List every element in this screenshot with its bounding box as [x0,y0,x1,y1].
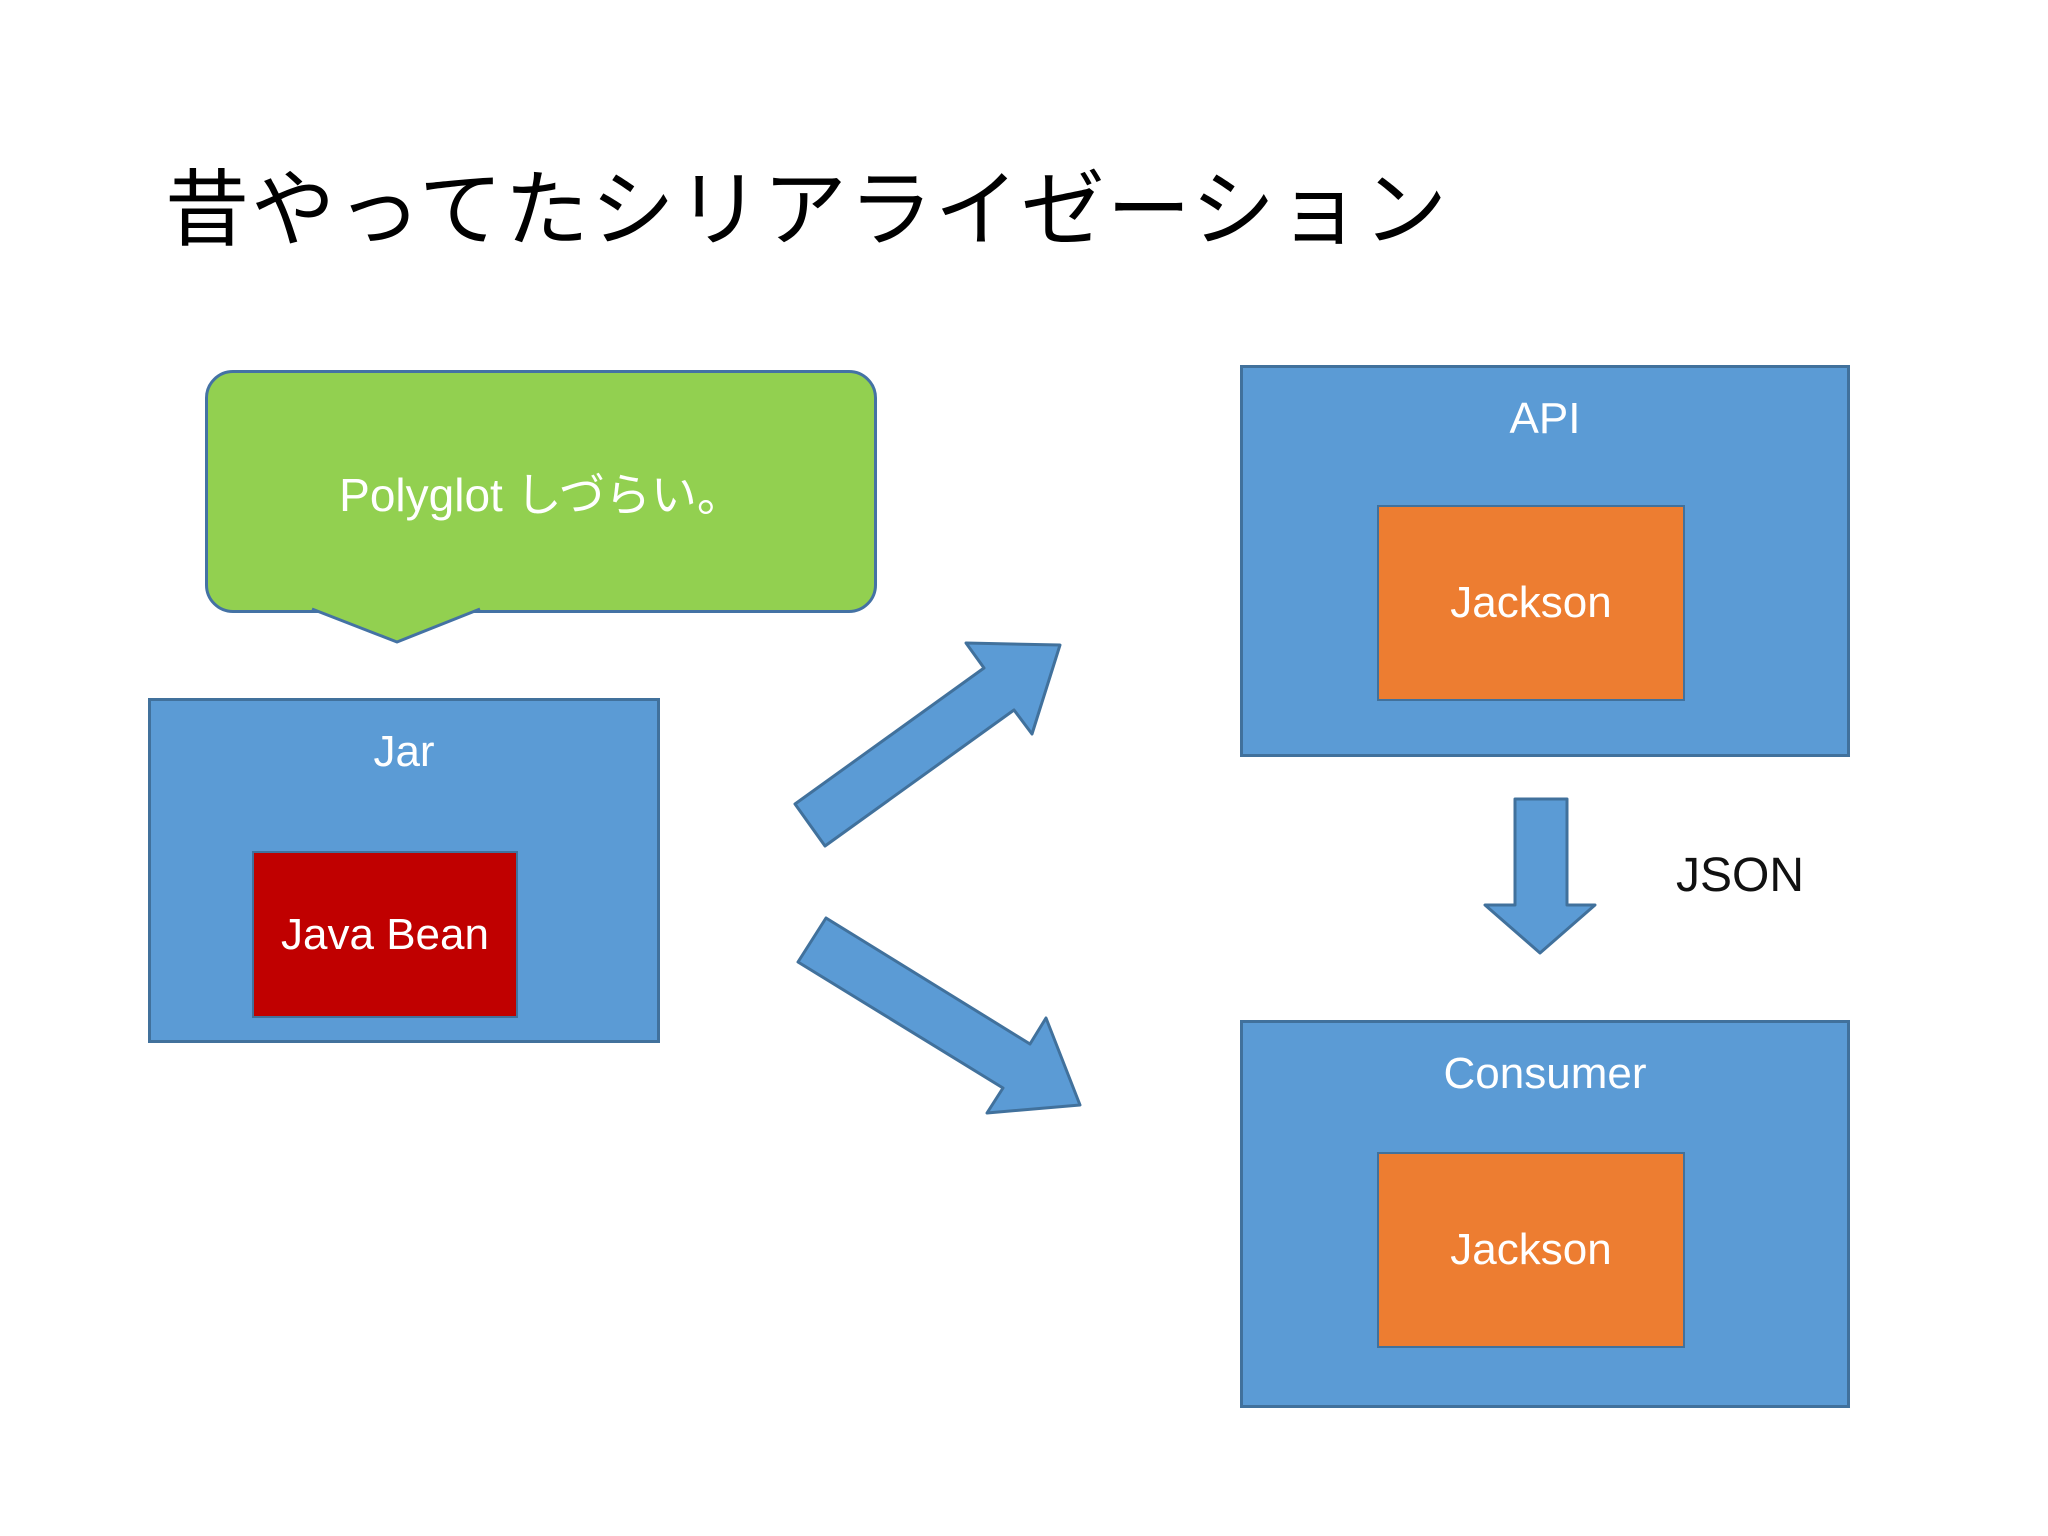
callout-tail [311,607,481,644]
jar-label: Jar [373,727,435,776]
consumer-jackson-box: Jackson [1377,1152,1685,1348]
arrow-jar-to-consumer [796,916,1082,1115]
arrow-api-to-consumer [1483,797,1597,955]
api-label: API [1509,394,1581,443]
slide-title: 昔やってたシリアライゼーション [165,163,1450,257]
consumer-jackson-label: Jackson [1450,1225,1612,1274]
polyglot-callout-bubble: Polyglot しづらい。 [205,370,877,613]
java-bean-label: Java Bean [281,909,489,959]
json-flow-label: JSON [1676,849,1805,902]
api-jackson-box: Jackson [1377,505,1685,701]
polyglot-callout-text: Polyglot しづらい。 [339,468,743,521]
consumer-label: Consumer [1443,1049,1647,1098]
arrow-jar-to-api [793,641,1062,848]
consumer-box: Consumer [1240,1020,1850,1408]
java-bean-box: Java Bean [252,851,518,1018]
api-jackson-label: Jackson [1450,578,1612,627]
